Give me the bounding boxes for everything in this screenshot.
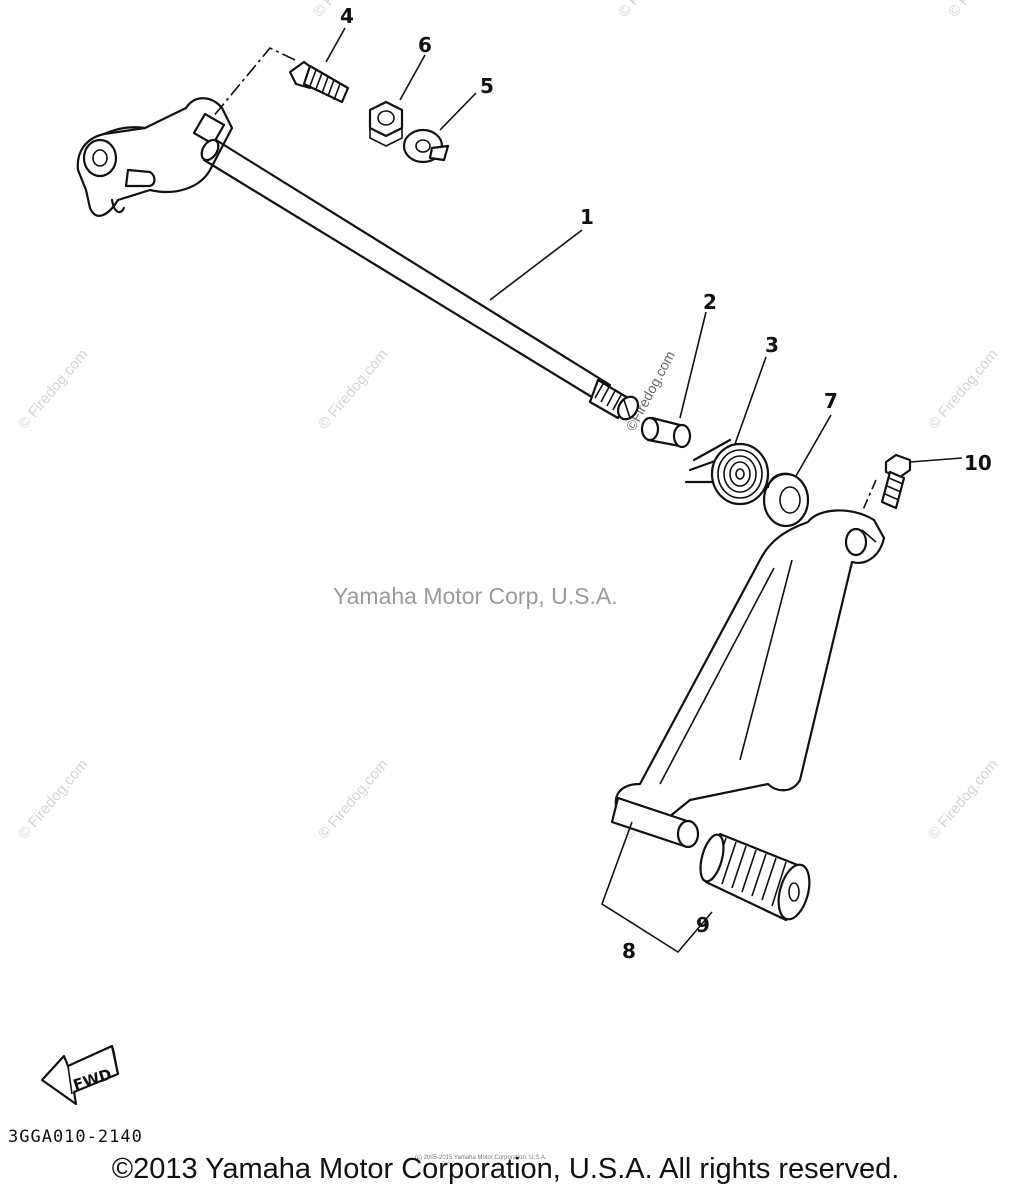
leader-lines xyxy=(211,27,963,954)
spring-part-3 xyxy=(684,438,770,506)
watermark-site: © Firedog.com xyxy=(15,346,91,432)
callout-10: 10 xyxy=(964,451,992,475)
shift-pedal-part-8 xyxy=(610,509,886,849)
callout-7: 7 xyxy=(824,389,838,413)
callout-1: 1 xyxy=(580,205,594,229)
callout-8: 8 xyxy=(622,939,636,963)
copyright-footer: ©2013 Yamaha Motor Corporation, U.S.A. A… xyxy=(111,1153,900,1185)
watermark-site: © Firedog.com xyxy=(925,346,1001,432)
callout-2: 2 xyxy=(703,290,717,314)
small-copyright-note: (c) 2005-2015 Yamaha Motor Corporation, … xyxy=(415,1155,547,1161)
bolt-part-4 xyxy=(288,60,350,104)
callout-5: 5 xyxy=(480,74,494,98)
callout-3: 3 xyxy=(765,333,779,357)
watermark-site: © Firedog.com xyxy=(925,756,1001,842)
watermark-site: © Firedog.com xyxy=(945,0,1011,21)
washer-part-5 xyxy=(402,128,450,164)
rubber-part-9 xyxy=(699,832,811,922)
watermark-site: © Firedog.com xyxy=(315,756,391,842)
watermark-site: © Firedog.com xyxy=(315,346,391,432)
callout-6: 6 xyxy=(418,33,432,57)
collar-part-2 xyxy=(640,416,692,449)
forward-direction-arrow: FWD xyxy=(40,1044,120,1106)
callout-numbers: 1 2 3 4 5 6 7 8 9 10 xyxy=(340,4,992,963)
callout-4: 4 xyxy=(340,4,354,28)
watermark-site: © Firedog.com xyxy=(615,0,691,21)
nut-part-6 xyxy=(368,100,404,147)
bolt-part-10 xyxy=(880,453,912,510)
watermark-site: © Firedog.com xyxy=(15,756,91,842)
callout-9: 9 xyxy=(696,913,710,937)
washer-part-7 xyxy=(762,472,810,528)
diagram-part-code: 3GGA010-2140 xyxy=(8,1127,143,1147)
shift-shaft-part xyxy=(76,97,640,421)
watermark-center: Yamaha Motor Corp, U.S.A. xyxy=(333,583,618,609)
